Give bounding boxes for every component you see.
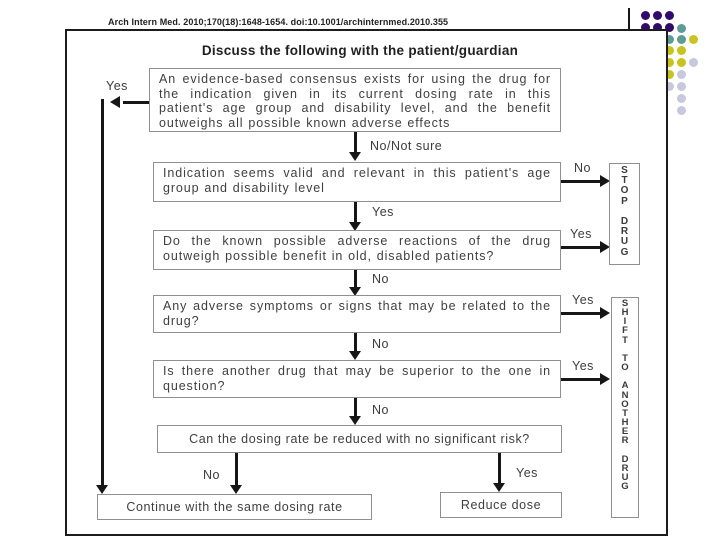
decorative-dot xyxy=(676,81,686,91)
decorative-dot xyxy=(640,10,650,20)
citation-text: Arch Intern Med. 2010;170(18):1648-1654.… xyxy=(108,17,449,27)
flowchart-box-dosing-rate: Can the dosing rate be reduced with no s… xyxy=(157,425,562,453)
label-yes-symptoms: Yes xyxy=(572,293,594,307)
decorative-dot xyxy=(676,93,686,103)
arrow-down-5-head xyxy=(349,416,361,425)
flowchart-box-adverse-symptoms: Any adverse symptoms or signs that may b… xyxy=(153,295,561,333)
arrow-yes-long-vertical xyxy=(101,99,104,485)
decorative-dot xyxy=(676,45,686,55)
decorative-dot xyxy=(664,57,674,67)
decorative-dot xyxy=(676,34,686,44)
label-no-reduce: No xyxy=(203,468,220,482)
arrow-yes-shift2-shaft xyxy=(561,378,602,381)
flowchart-box-adverse-reactions: Do the known possible adverse reactions … xyxy=(153,230,561,270)
decorative-dot xyxy=(664,10,674,20)
decorative-dot xyxy=(676,57,686,67)
arrow-down-2-shaft xyxy=(354,202,357,222)
label-no-indication: No xyxy=(574,161,591,175)
decorative-dot xyxy=(640,22,650,32)
decorative-dot xyxy=(676,69,686,79)
decorative-dot xyxy=(652,22,662,32)
decorative-dot xyxy=(688,57,698,67)
label-no-reactions: No xyxy=(372,272,389,286)
arrow-no-stop-head xyxy=(600,175,610,187)
decorative-dot xyxy=(664,34,674,44)
decorative-dot xyxy=(676,23,686,33)
arrow-no-stop-shaft xyxy=(561,180,602,183)
decorative-dot xyxy=(664,22,674,32)
arrow-yes-stop-shaft xyxy=(561,246,602,249)
flowchart-title: Discuss the following with the patient/g… xyxy=(201,43,519,58)
label-yes-reduce: Yes xyxy=(516,466,538,480)
template-accent-line xyxy=(628,8,630,30)
arrow-down-2-head xyxy=(349,222,361,231)
label-yes-top: Yes xyxy=(106,79,128,93)
label-yes-reactions: Yes xyxy=(570,227,592,241)
decorative-dot xyxy=(688,34,698,44)
label-yes-another: Yes xyxy=(572,359,594,373)
flowchart-box-another-drug: Is there another drug that may be superi… xyxy=(153,360,561,398)
arrow-down-3-shaft xyxy=(354,270,357,287)
arrow-yes-reduce-head xyxy=(493,483,505,492)
flowchart-box-consensus: An evidence-based consensus exists for u… xyxy=(149,68,561,132)
arrow-yes-shift1-shaft xyxy=(561,312,602,315)
arrow-down-4-shaft xyxy=(354,333,357,351)
arrow-yes-left-head xyxy=(110,96,120,108)
arrow-yes-left-shaft xyxy=(123,101,149,104)
flowchart-box-stop-drug: S T O P D R U G xyxy=(609,163,640,265)
label-no-another: No xyxy=(372,403,389,417)
flowchart-box-shift-drug: S H I F T T O A N O T H E R D R U G xyxy=(611,297,639,518)
arrow-yes-long-head xyxy=(96,485,108,494)
arrow-down-5-shaft xyxy=(354,398,357,416)
flowchart-box-continue: Continue with the same dosing rate xyxy=(97,494,372,520)
arrow-yes-stop-head xyxy=(600,241,610,253)
decorative-dot xyxy=(664,69,674,79)
arrow-yes-shift1-head xyxy=(600,307,610,319)
arrow-no-continue-shaft xyxy=(235,453,238,485)
arrow-down-3-head xyxy=(349,287,361,296)
arrow-down-4-head xyxy=(349,351,361,360)
arrow-down-1-head xyxy=(349,152,361,161)
decorative-dot xyxy=(652,10,662,20)
decorative-dot xyxy=(664,81,674,91)
decorative-dot xyxy=(676,105,686,115)
decorative-dot xyxy=(664,45,674,55)
arrow-down-1-shaft xyxy=(354,132,357,152)
flowchart-box-indication: Indication seems valid and relevant in t… xyxy=(153,162,561,202)
label-yes-indication: Yes xyxy=(372,205,394,219)
label-no-symptoms: No xyxy=(372,337,389,351)
arrow-yes-reduce-shaft xyxy=(498,453,501,483)
arrow-no-continue-head xyxy=(230,485,242,494)
arrow-yes-shift2-head xyxy=(600,373,610,385)
label-no-not-sure: No/Not sure xyxy=(370,139,443,153)
flowchart-box-reduce-dose: Reduce dose xyxy=(440,492,562,518)
